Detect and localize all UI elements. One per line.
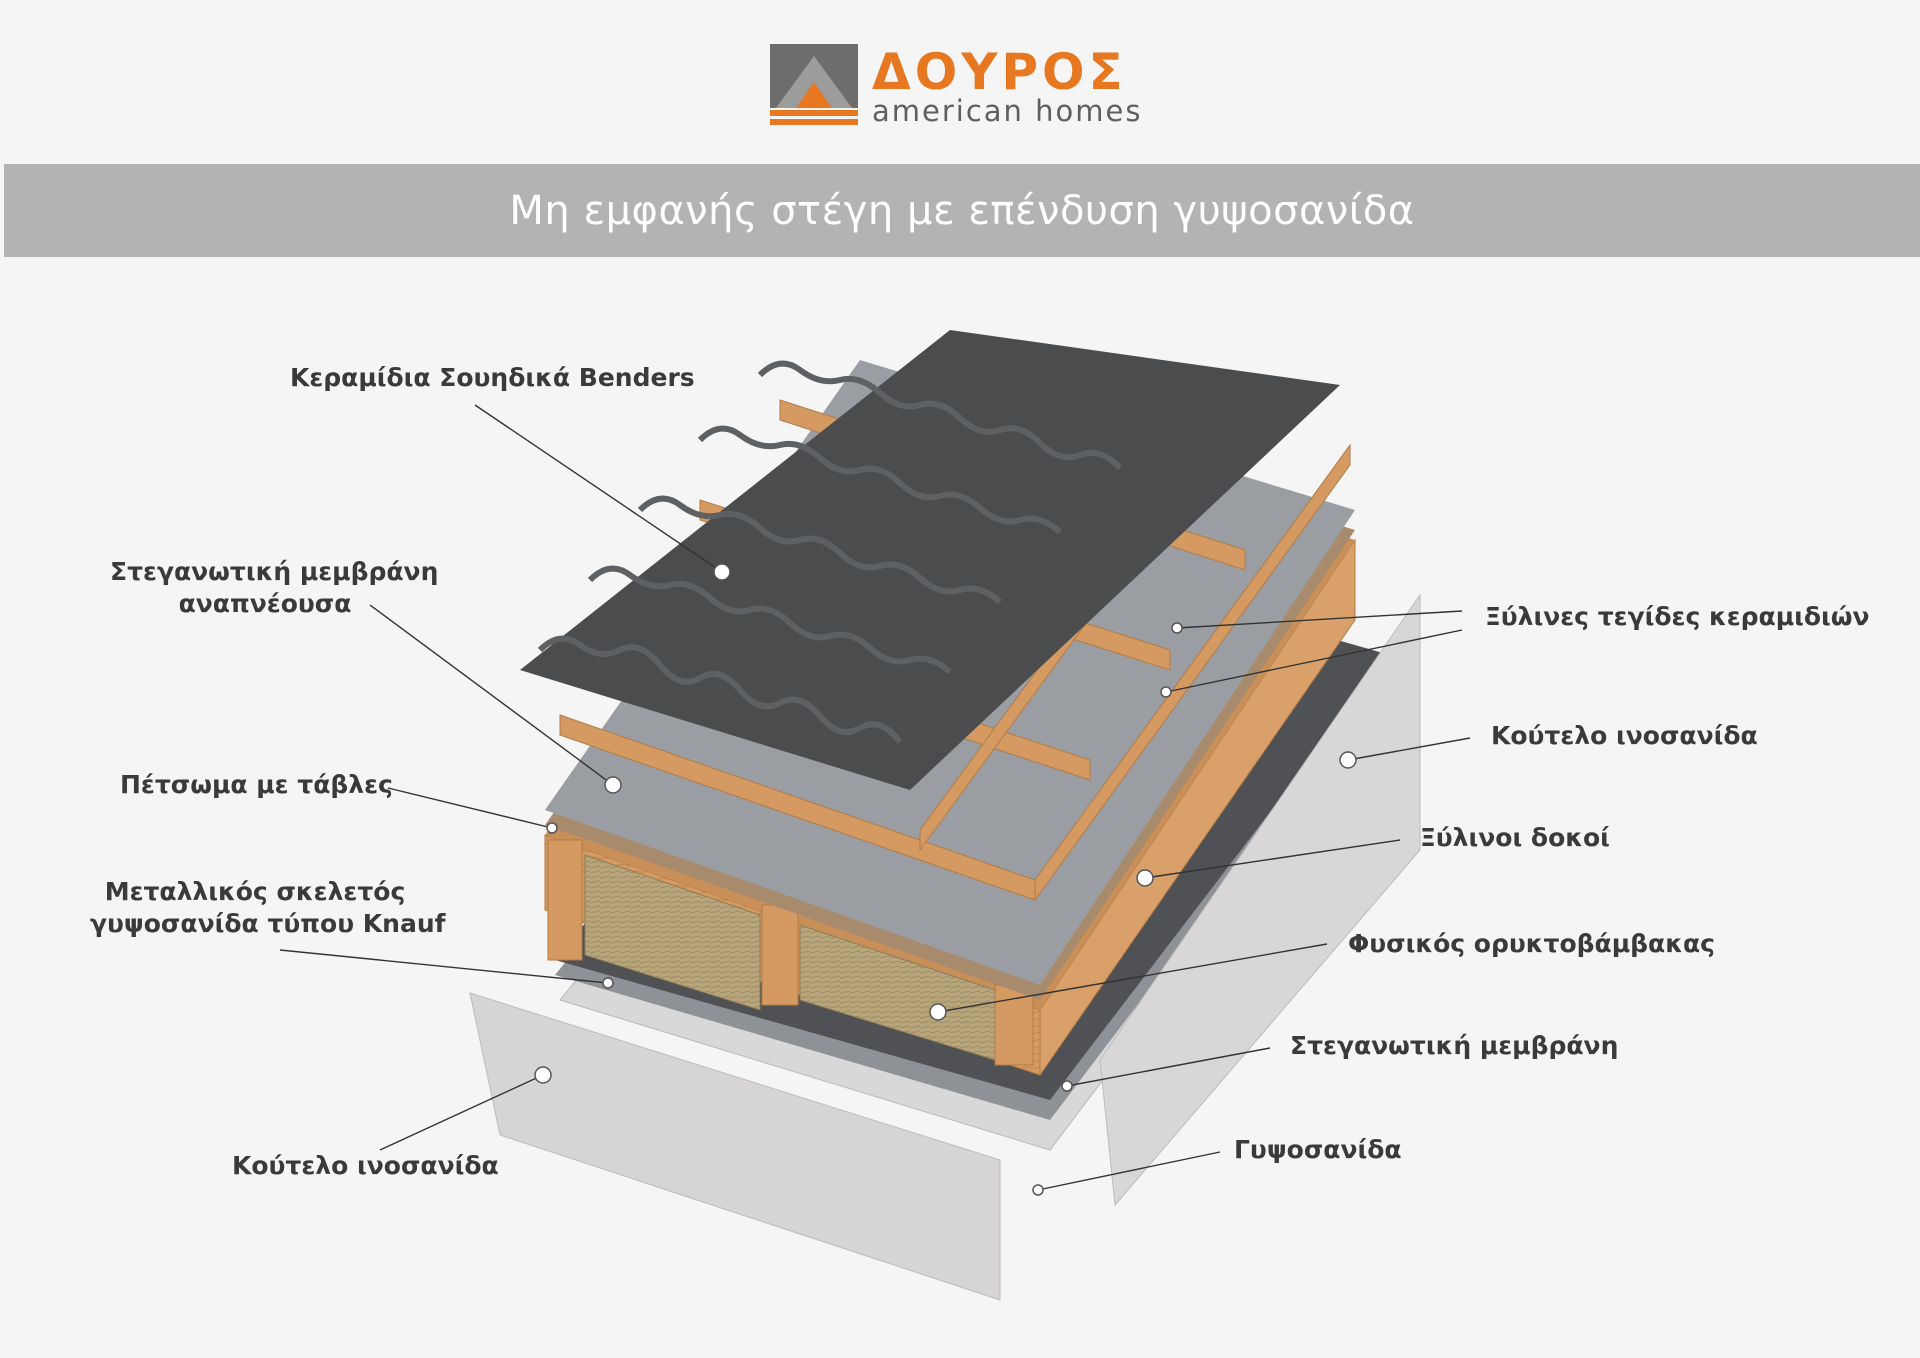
fascia-board-right (1099, 593, 1421, 1207)
house-logo-icon (770, 44, 858, 125)
beam-post-2 (761, 904, 799, 1006)
page-title: Μη εμφανής στέγη με επένδυση γυψοσανίδα (509, 187, 1415, 234)
label-plasterboard: Γυψοσανίδα (1234, 1135, 1402, 1164)
label-beams: Ξύλινοι δοκοί (1420, 823, 1610, 852)
leader-lines (279, 404, 1471, 1191)
mineral-wool-block-1 (584, 854, 761, 1011)
label-metal-frame: Μεταλλικός σκελετός γυψοσανίδα τύπου Kna… (90, 876, 446, 940)
label-decking: Πέτσωμα με τάβλες (120, 770, 393, 799)
label-mineral-wool: Φυσικός ορυκτοβάμβακας (1348, 929, 1715, 958)
label-metal-frame-line1: Μεταλλικός σκελετός (104, 877, 406, 906)
label-breathable-membrane-line2: αναπνέουσα (178, 589, 352, 618)
company-logo: ΔΟΥΡΟΣ american homes (770, 44, 1150, 134)
label-metal-frame-line2: γυψοσανίδα τύπου Knauf (90, 909, 446, 938)
brand-tagline: american homes (872, 94, 1143, 128)
fascia-board-left (469, 992, 1001, 1301)
callout-dots (534, 563, 1357, 1196)
label-breathable-membrane-line1: Στεγανωτική μεμβράνη (110, 557, 439, 586)
label-tiles: Κεραμίδια Σουηδικά Benders (290, 363, 695, 392)
label-breathable-membrane: Στεγανωτική μεμβράνη αναπνέουσα (110, 556, 439, 620)
label-battens: Ξύλινες τεγίδες κεραμιδιών (1485, 602, 1870, 631)
brand-name: ΔΟΥΡΟΣ (872, 43, 1127, 101)
roof-tiles (520, 330, 1340, 790)
beam-box-side (1039, 538, 1356, 1077)
label-fascia-right: Κούτελο ινοσανίδα (1491, 721, 1758, 750)
beam-post-1 (547, 839, 583, 961)
label-membrane: Στεγανωτική μεμβράνη (1290, 1031, 1619, 1060)
label-fascia-left: Κούτελο ινοσανίδα (232, 1151, 499, 1180)
title-banner: Μη εμφανής στέγη με επένδυση γυψοσανίδα (4, 164, 1920, 257)
